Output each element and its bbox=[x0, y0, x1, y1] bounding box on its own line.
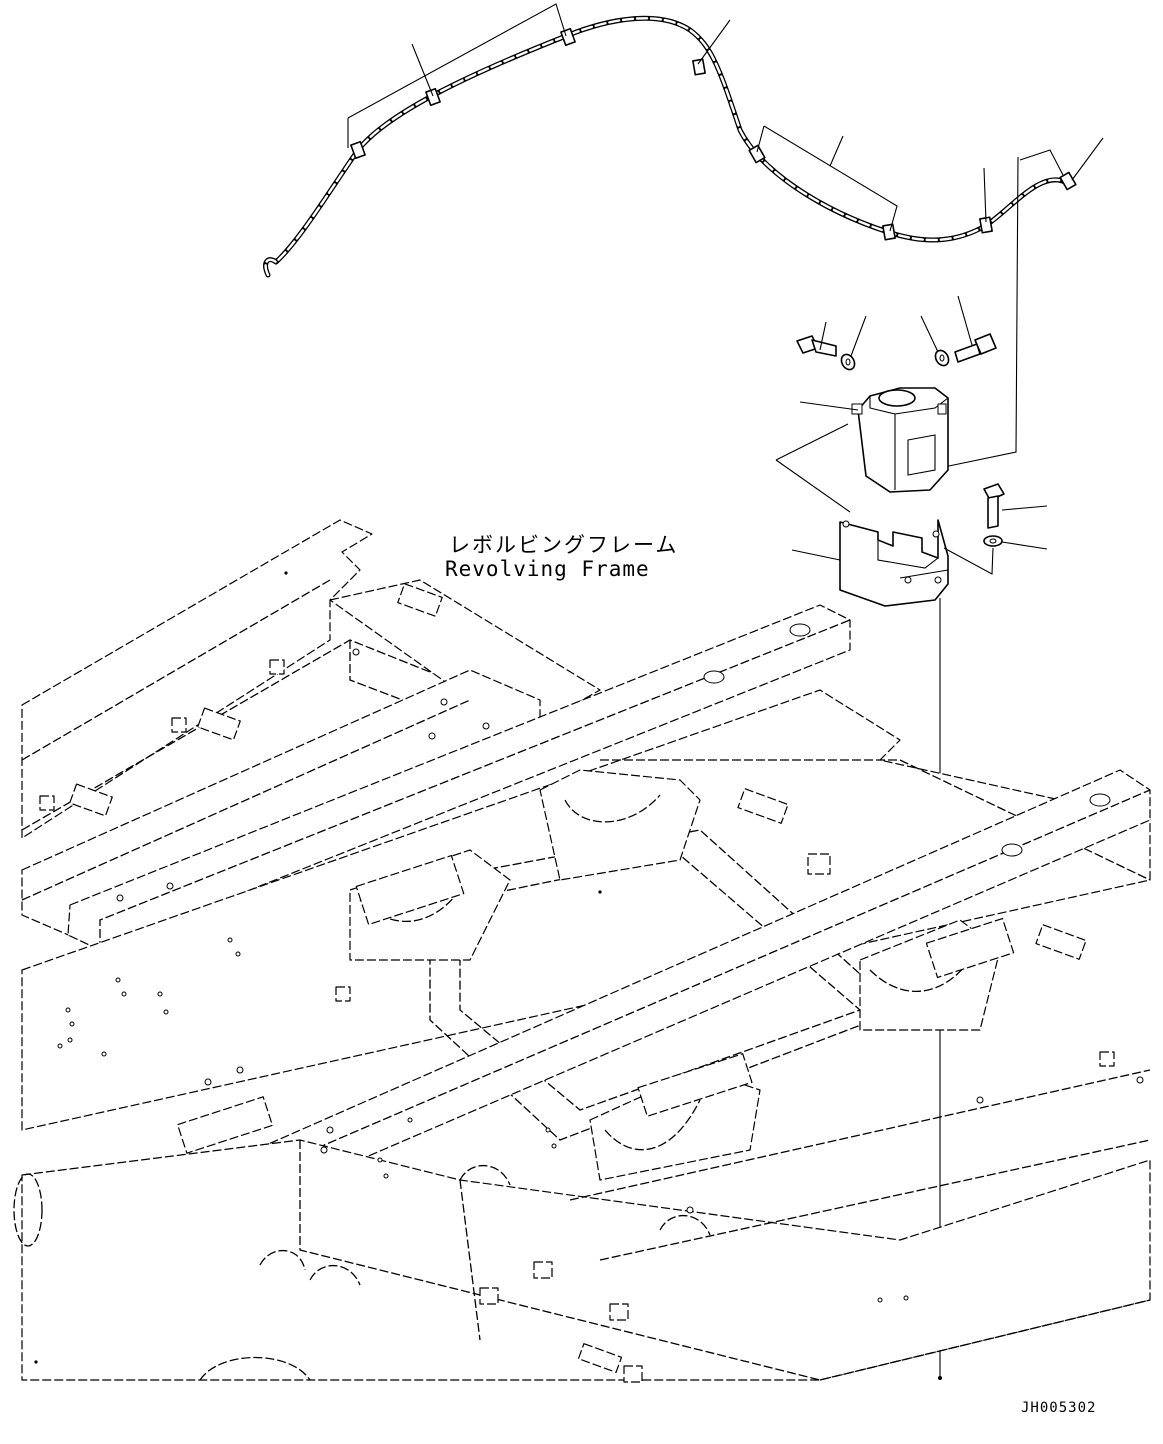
tank-bracket bbox=[775, 423, 949, 607]
washer-hose bbox=[263, 15, 1068, 278]
bracket-bolt bbox=[983, 483, 1048, 529]
hose-clip bbox=[692, 58, 706, 76]
hose-clip bbox=[979, 216, 993, 234]
spring-washer-right bbox=[920, 315, 950, 367]
frame-nuts bbox=[39, 659, 1115, 1383]
hose-clip bbox=[882, 223, 896, 241]
hose-leader-lines bbox=[347, 3, 1104, 468]
drawing-code: JH005302 bbox=[1021, 1400, 1096, 1416]
frame-label-japanese: レボルビングフレーム bbox=[449, 533, 678, 557]
hose-clip bbox=[350, 140, 366, 160]
mounting-bolt-left bbox=[796, 321, 837, 357]
frame-dots bbox=[34, 571, 942, 1380]
frame-label-english: Revolving Frame bbox=[445, 557, 650, 581]
mounting-bolt-right bbox=[954, 295, 997, 363]
frame-holes bbox=[57, 648, 1144, 1303]
washer-tank bbox=[799, 387, 949, 493]
spring-washer-left bbox=[840, 315, 867, 371]
hose-clips bbox=[350, 27, 1077, 241]
bracket-washer bbox=[943, 535, 1048, 575]
revolving-frame bbox=[13, 519, 1151, 1383]
hose-clip bbox=[1059, 171, 1077, 191]
hose-clip bbox=[748, 144, 766, 164]
